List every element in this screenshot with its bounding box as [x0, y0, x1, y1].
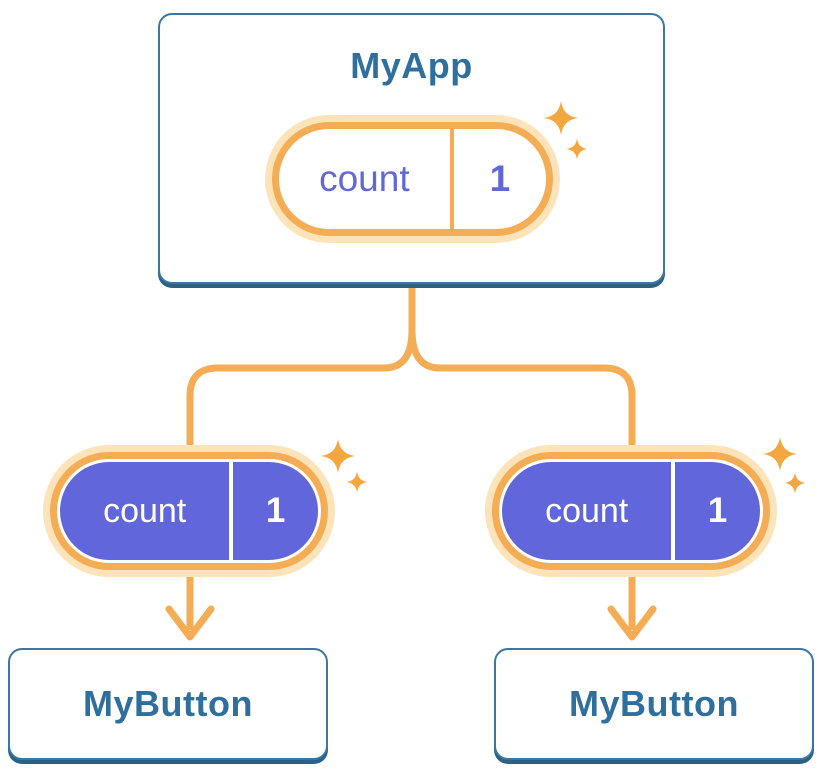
sparkle-small-icon — [566, 138, 588, 160]
prop-pill-right-value: 1 — [707, 491, 728, 530]
sparkle-small-icon — [784, 472, 806, 494]
prop-pill-right-body: count 1 — [492, 452, 770, 570]
arrow-left-head-icon — [165, 605, 215, 641]
prop-pill-left-body: count 1 — [50, 452, 328, 570]
component-card-mybutton-left: MyButton — [8, 648, 328, 760]
prop-pill-left-fill: count 1 — [60, 462, 318, 560]
sparkle-big-icon — [543, 100, 579, 136]
state-pill-divider — [449, 129, 454, 229]
prop-pill-right-key-label: count — [545, 491, 629, 530]
prop-pill-left-key-label: count — [103, 491, 187, 530]
branch-line-right — [408, 283, 636, 462]
branch-line-left — [186, 283, 416, 462]
myapp-label: MyApp — [350, 45, 473, 86]
prop-pill-left-value: 1 — [265, 491, 286, 530]
prop-pill-right: count 1 — [485, 445, 777, 577]
component-card-mybutton-right: MyButton — [494, 648, 814, 760]
prop-pill-left: count 1 — [43, 445, 335, 577]
mybutton-left-label: MyButton — [83, 683, 253, 724]
state-pill-value: 1 — [489, 158, 511, 199]
state-pill-key-label: count — [319, 158, 410, 199]
prop-pill-right-fill: count 1 — [502, 462, 760, 560]
sparkle-small-icon — [346, 471, 368, 493]
prop-pill-right-divider — [671, 462, 676, 560]
state-pill-myapp: count 1 — [265, 115, 560, 243]
state-pill-body: count 1 — [272, 122, 553, 236]
mybutton-right-label: MyButton — [569, 683, 739, 724]
sparkle-big-icon — [762, 436, 798, 472]
prop-pill-left-divider — [229, 462, 234, 560]
arrow-right-head-icon — [607, 605, 657, 641]
sparkle-big-icon — [320, 438, 356, 474]
